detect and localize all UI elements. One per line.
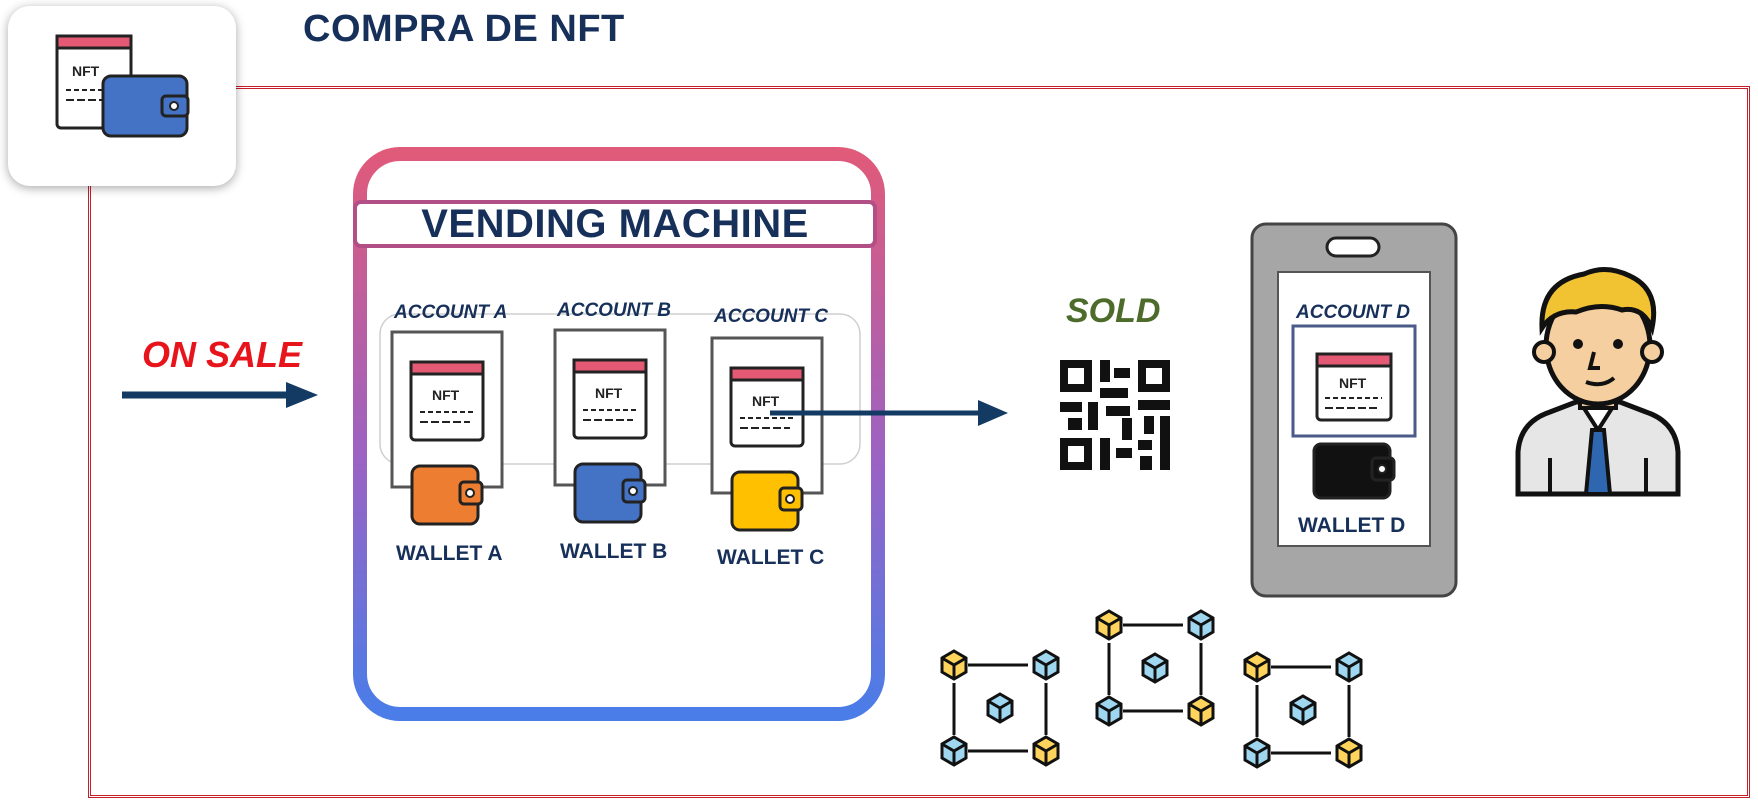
account-a-slot: NFT [390,330,504,526]
nft-card-icon: NFT [729,366,805,448]
account-a-label: ACCOUNT A [394,302,508,323]
wallet-c-icon [730,470,804,532]
sale-arrow-icon [770,400,1008,426]
qr-code-icon [1060,360,1170,470]
logo-card: NFT [8,6,236,186]
page-title: COMPRA DE NFT [303,8,625,50]
blockchain-cluster-1 [940,649,1060,767]
nft-card-icon: NFT [572,358,648,440]
nft-card-icon: NFT [409,360,485,442]
smartphone-icon: NFT [1250,222,1458,598]
vending-machine-icon [351,147,885,721]
phone-nft-card-icon: NFT [1315,352,1393,422]
on-sale-arrow-icon [122,382,318,408]
account-c-label: ACCOUNT C [714,306,828,327]
on-sale-label: ON SALE [142,334,303,375]
businessman-avatar-icon [1515,267,1681,497]
nft-wallet-logo-icon: NFT [55,34,190,138]
account-b-slot: NFT [553,328,667,524]
wallet-a-icon [410,464,484,526]
wallet-b-label: WALLET B [560,540,668,563]
account-c-nft-label: NFT [752,393,780,409]
account-c-slot: NFT [710,336,824,532]
blockchain-cluster-3 [1243,651,1363,769]
account-b-nft-label: NFT [595,385,623,401]
wallet-d-label: WALLET D [1298,514,1406,537]
vending-machine-label: VENDING MACHINE [353,200,877,248]
blockchain-network-icon [940,609,1363,769]
wallet-d-icon [1312,442,1396,500]
sold-label: SOLD [1066,292,1161,330]
wallet-a-label: WALLET A [396,542,503,565]
account-b-label: ACCOUNT B [557,300,671,321]
content-frame [88,86,1750,798]
phone-nft-label: NFT [1339,375,1367,391]
wallet-c-label: WALLET C [717,546,825,569]
logo-nft-label: NFT [72,63,100,79]
account-d-label: ACCOUNT D [1296,302,1410,323]
wallet-b-icon [573,462,647,524]
blockchain-cluster-2 [1095,609,1215,727]
account-a-nft-label: NFT [432,387,460,403]
